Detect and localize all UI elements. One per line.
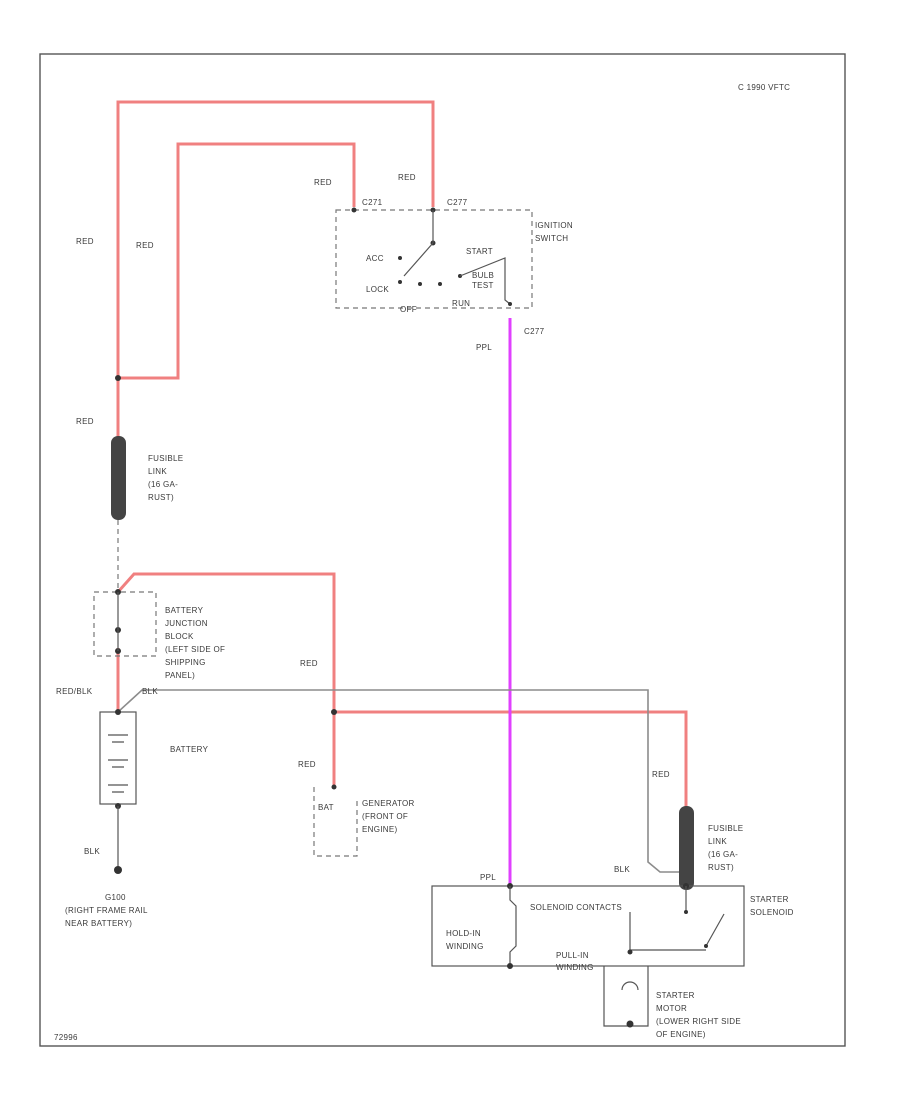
hold-in-winding-text-1: HOLD-IN (446, 929, 481, 938)
wire-label-red-top-left: RED (314, 178, 332, 187)
wire-label-red-generator: RED (298, 760, 316, 769)
ignition-lock-label: LOCK (366, 285, 389, 294)
wire-label-red-outer: RED (76, 237, 94, 246)
battery-symbol (99, 711, 137, 805)
starter-solenoid-box (431, 885, 745, 967)
ignition-switch-title-2: SWITCH (535, 234, 568, 243)
fusible-link-2 (679, 806, 694, 890)
pull-in-winding-text-1: PULL-IN (556, 951, 589, 960)
starter-solenoid-text-1: STARTER (750, 895, 789, 904)
junction-block-text-5: SHIPPING (165, 658, 206, 667)
wire-label-blk-starter: BLK (614, 865, 630, 874)
ignition-run-label: RUN (452, 299, 470, 308)
generator-bat-label: BAT (318, 803, 334, 812)
circuit-c277-label: C277 (524, 327, 545, 336)
blk-wire-battery-to-starter (117, 689, 686, 873)
starter-motor-text-3: (LOWER RIGHT SIDE (656, 1017, 741, 1026)
generator-text-1: GENERATOR (362, 799, 415, 808)
diagram-border (39, 53, 846, 1047)
junction-block-text-6: PANEL) (165, 671, 195, 680)
wire-label-ppl-switch: PPL (476, 343, 492, 352)
circuit-c271: C271 (362, 198, 383, 207)
wire-label-blk-ground: BLK (84, 847, 100, 856)
starter-motor-text-1: STARTER (656, 991, 695, 1000)
wire-label-red-starter-fuse: RED (652, 770, 670, 779)
red-wire-outer (116, 100, 435, 378)
red-wire-inner (118, 142, 356, 380)
ignition-bulb-label: BULB (472, 271, 494, 280)
ignition-switch-arm (403, 242, 434, 277)
wire-label-blk-battery: BLK (142, 687, 158, 696)
generator-text-3: ENGINE) (362, 825, 397, 834)
fusible-link-1 (111, 436, 126, 520)
fusible-link-2-text-1: FUSIBLE (708, 824, 743, 833)
battery-label: BATTERY (170, 745, 209, 754)
ignition-test-label: TEST (472, 281, 494, 290)
diagram-code: 72996 (54, 1033, 78, 1042)
fusible-link-2-text-2: LINK (708, 837, 727, 846)
wire-label-red-blk: RED/BLK (56, 687, 93, 696)
starter-solenoid-text-2: SOLENOID (750, 908, 794, 917)
splice-node-red (115, 375, 121, 381)
wire-label-ppl-solenoid: PPL (480, 873, 496, 882)
red-wire-to-starter-fuse (334, 710, 688, 808)
fusible-link-1-text-2: LINK (148, 467, 167, 476)
fusible-link-2-text-3: (16 GA- (708, 850, 738, 859)
solenoid-contact-arm (705, 913, 725, 947)
red-wire-junction-to-generator (116, 572, 336, 787)
fusible-link-2-text-4: RUST) (708, 863, 734, 872)
wire-label-red-inner: RED (136, 241, 154, 250)
junction-block-text-4: (LEFT SIDE OF (165, 645, 225, 654)
wire-label-red-top-right: RED (398, 173, 416, 182)
ignition-acc-label: ACC (366, 254, 384, 263)
junction-block-text-1: BATTERY (165, 606, 204, 615)
generator-box (313, 787, 358, 857)
starter-motor-symbol (621, 981, 639, 991)
copyright-notice: C 1990 VFTC (738, 83, 790, 92)
ground-text-2: (RIGHT FRAME RAIL (65, 906, 148, 915)
junction-block-text-3: BLOCK (165, 632, 194, 641)
fusible-link-1-text-4: RUST) (148, 493, 174, 502)
ground-text-1: G100 (105, 893, 126, 902)
battery-junction-block (93, 591, 157, 657)
wire-label-red-fuse: RED (76, 417, 94, 426)
ground-text-3: NEAR BATTERY) (65, 919, 132, 928)
fusible-link-1-text-1: FUSIBLE (148, 454, 183, 463)
circuit-c277-top: C277 (447, 198, 468, 207)
ignition-switch-title-1: IGNITION (535, 221, 573, 230)
starter-motor-text-4: OF ENGINE) (656, 1030, 706, 1039)
ground-g100 (114, 866, 122, 874)
fusible-link-1-text-3: (16 GA- (148, 480, 178, 489)
starter-motor-box (603, 966, 649, 1027)
generator-text-2: (FRONT OF (362, 812, 408, 821)
starter-motor-text-2: MOTOR (656, 1004, 687, 1013)
pull-in-winding-text-2: WINDING (556, 963, 594, 972)
wire-label-red-junction: RED (300, 659, 318, 668)
junction-block-text-2: JUNCTION (165, 619, 208, 628)
ignition-switch-box (335, 209, 533, 309)
ignition-off-label: OFF (400, 305, 417, 314)
hold-in-winding-text-2: WINDING (446, 942, 484, 951)
ignition-start-label: START (466, 247, 493, 256)
solenoid-contacts-label: SOLENOID CONTACTS (530, 903, 622, 912)
